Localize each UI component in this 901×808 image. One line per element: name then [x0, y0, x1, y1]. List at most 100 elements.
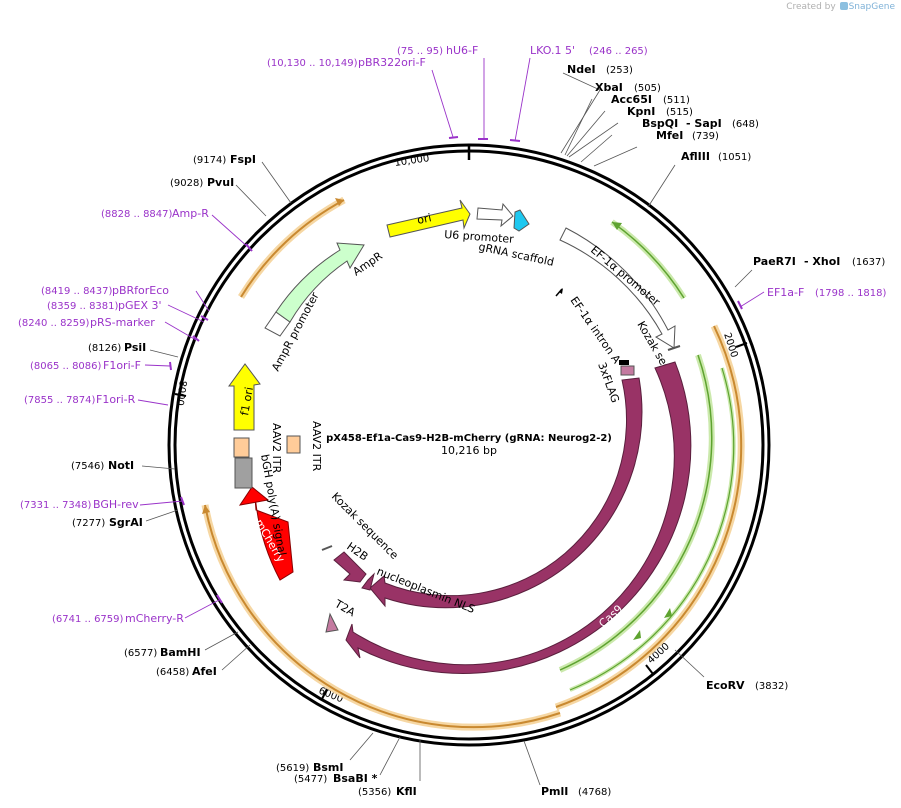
primer-lko1-pos: (246 .. 265): [589, 46, 648, 57]
primer-bgh-rev-name: BGH-rev: [93, 498, 139, 511]
enzyme-afliii-pos: (1051): [718, 152, 751, 163]
credit-prefix: Created by: [786, 2, 836, 12]
primer-f1ori-r-name: F1ori-R: [96, 393, 136, 406]
feature-cas9-inner-arc: [369, 377, 643, 609]
mark-lko1: [509, 139, 521, 142]
leader-sgrai: [145, 509, 179, 522]
feature-cas9-outer-arc: [345, 361, 692, 675]
enzyme-bamhi-pos: (6577): [124, 648, 157, 659]
leader-afliii: [647, 164, 676, 208]
leader-bsabi: [379, 736, 401, 776]
leader-afei: [221, 644, 251, 671]
enzyme-sapi-name: - SapI: [686, 117, 722, 130]
feature-h2b-arrow: [333, 551, 367, 583]
leader-ecorv: [674, 649, 705, 678]
primer-ef1a-f-pos: (1798 .. 1818): [815, 288, 887, 299]
feature-aav2-itr-right-box: [286, 435, 301, 454]
mark-pgex: [200, 315, 209, 321]
enzyme-paer7i-name: PaeR7I: [753, 255, 796, 268]
enzyme-psii-pos: (8126): [88, 343, 121, 354]
primer-amp-r-pos: (8828 .. 8847): [101, 209, 173, 220]
feature-aav2-itr-right-label: AAV2 ITR: [310, 421, 323, 472]
orf-orange-left-bottom-arrow: [202, 505, 210, 514]
orf-orange-left-top: [238, 196, 346, 299]
primer-amp-r-name: Amp-R: [172, 207, 209, 220]
enzyme-pmli-pos: (4768): [578, 787, 611, 798]
leader-pmli: [523, 740, 541, 786]
leader-lko1: [514, 57, 531, 142]
plasmid-name: pX458-Ef1a-Cas9-H2B-mCherry (gRNA: Neuro…: [326, 433, 612, 444]
enzyme-pvui-name: PvuI: [207, 176, 234, 189]
plasmid-size: 10,216 bp: [441, 444, 497, 457]
primer-mcherry-r-pos: (6741 .. 6759): [52, 614, 124, 625]
primer-bgh-rev-pos: (7331 .. 7348): [20, 500, 92, 511]
primer-prs-marker-pos: (8240 .. 8259): [18, 318, 90, 329]
enzyme-pmli-name: PmlI: [541, 785, 568, 798]
enzyme-bamhi-name: BamHI: [160, 646, 201, 659]
primer-f1ori-f-pos: (8065 .. 8086): [30, 361, 102, 372]
feature-3xflag-box: [620, 365, 635, 376]
orf-green-right-b-arrow: [664, 608, 672, 618]
enzyme-noti-name: NotI: [108, 459, 134, 472]
credit-brand: SnapGene: [848, 2, 895, 12]
feature-ori-label: ori: [416, 211, 433, 227]
enzyme-psii-name: PsiI: [124, 341, 146, 354]
enzyme-xbai-pos: (505): [634, 83, 661, 94]
enzyme-labels: NdeI (253) XbaI (505) Acc65I (511) KpnI …: [71, 63, 885, 798]
feature-nucleoplasmin-nls-arrow: [361, 572, 375, 591]
orf-green-right-arrow: [633, 630, 641, 640]
enzyme-acc65i-pos: (511): [663, 95, 690, 106]
feature-mcherry-head: [238, 486, 270, 506]
leader-pbrforeco: [195, 290, 210, 312]
leader-f1ori-r: [137, 399, 169, 406]
feature-ef1a-promoter-arrow: [559, 227, 676, 349]
enzyme-ecorv-name: EcoRV: [706, 679, 745, 692]
leader-ndei: [560, 72, 601, 154]
orf-orange-right-core: [555, 325, 743, 708]
feature-aav2-itr-left-box: [233, 437, 250, 458]
enzyme-bspqi-pos: (648): [732, 119, 759, 130]
enzyme-kpni-pos: (515): [666, 107, 693, 118]
tick-label-10000: 10,000: [394, 153, 430, 169]
leader-noti: [141, 465, 176, 470]
leader-mfei: [593, 146, 638, 167]
enzyme-xhoi-name: - XhoI: [804, 255, 840, 268]
leader-prs-marker: [164, 321, 197, 341]
primer-pgex-name: pGEX 3': [118, 299, 162, 312]
enzyme-fspi-name: FspI: [230, 153, 256, 166]
feature-u6-promoter-label: U6 promoter: [444, 228, 515, 246]
leader-fspi: [261, 161, 292, 204]
leader-mcherry-r: [184, 599, 220, 619]
leader-pvui: [235, 184, 267, 217]
enzyme-paer7i-pos: (1637): [852, 257, 885, 268]
enzyme-bsabi-pos: (5477): [294, 774, 327, 785]
enzyme-bspqi-name: BspQI: [642, 117, 678, 130]
primer-pbr322ori-f-name: pBR322ori-F: [358, 56, 426, 69]
mark-pbr322ori-f: [448, 136, 459, 139]
leader-f1ori-f: [144, 364, 171, 367]
orf-green-right-core: [559, 354, 713, 671]
primer-prs-marker-name: pRS-marker: [90, 316, 155, 329]
leader-amp-r: [211, 214, 250, 249]
orf-orange-left-bottom-core: [204, 504, 561, 729]
mark-mcherry-r: [216, 594, 223, 604]
feature-3xflag-tick: [619, 360, 629, 365]
enzyme-acc65i-name: Acc65I: [611, 93, 652, 106]
feature-f1-ori-arrow: [228, 363, 261, 431]
primer-f1ori-r-pos: (7855 .. 7874): [24, 395, 96, 406]
enzyme-leaders: [141, 72, 753, 786]
tick-8000: [174, 393, 187, 397]
primer-hu6-f-name: hU6-F: [446, 44, 478, 57]
primer-ef1a-f-name: EF1a-F: [767, 286, 804, 299]
enzyme-mfei-name: MfeI: [656, 129, 683, 142]
orf-orange-left-top-arrow: [335, 198, 344, 206]
feature-t2a-arrow: [325, 612, 339, 633]
feature-grna-scaffold-label: gRNA scaffold: [477, 240, 555, 269]
mark-prs-marker: [192, 335, 200, 342]
tick-6000: [321, 688, 328, 700]
enzyme-afei-name: AfeI: [192, 665, 217, 678]
leader-xbai: [564, 98, 593, 156]
primer-pbr322ori-f-pos: (10,130 .. 10,149): [267, 58, 358, 69]
enzyme-kfli-name: KflI: [396, 785, 417, 798]
